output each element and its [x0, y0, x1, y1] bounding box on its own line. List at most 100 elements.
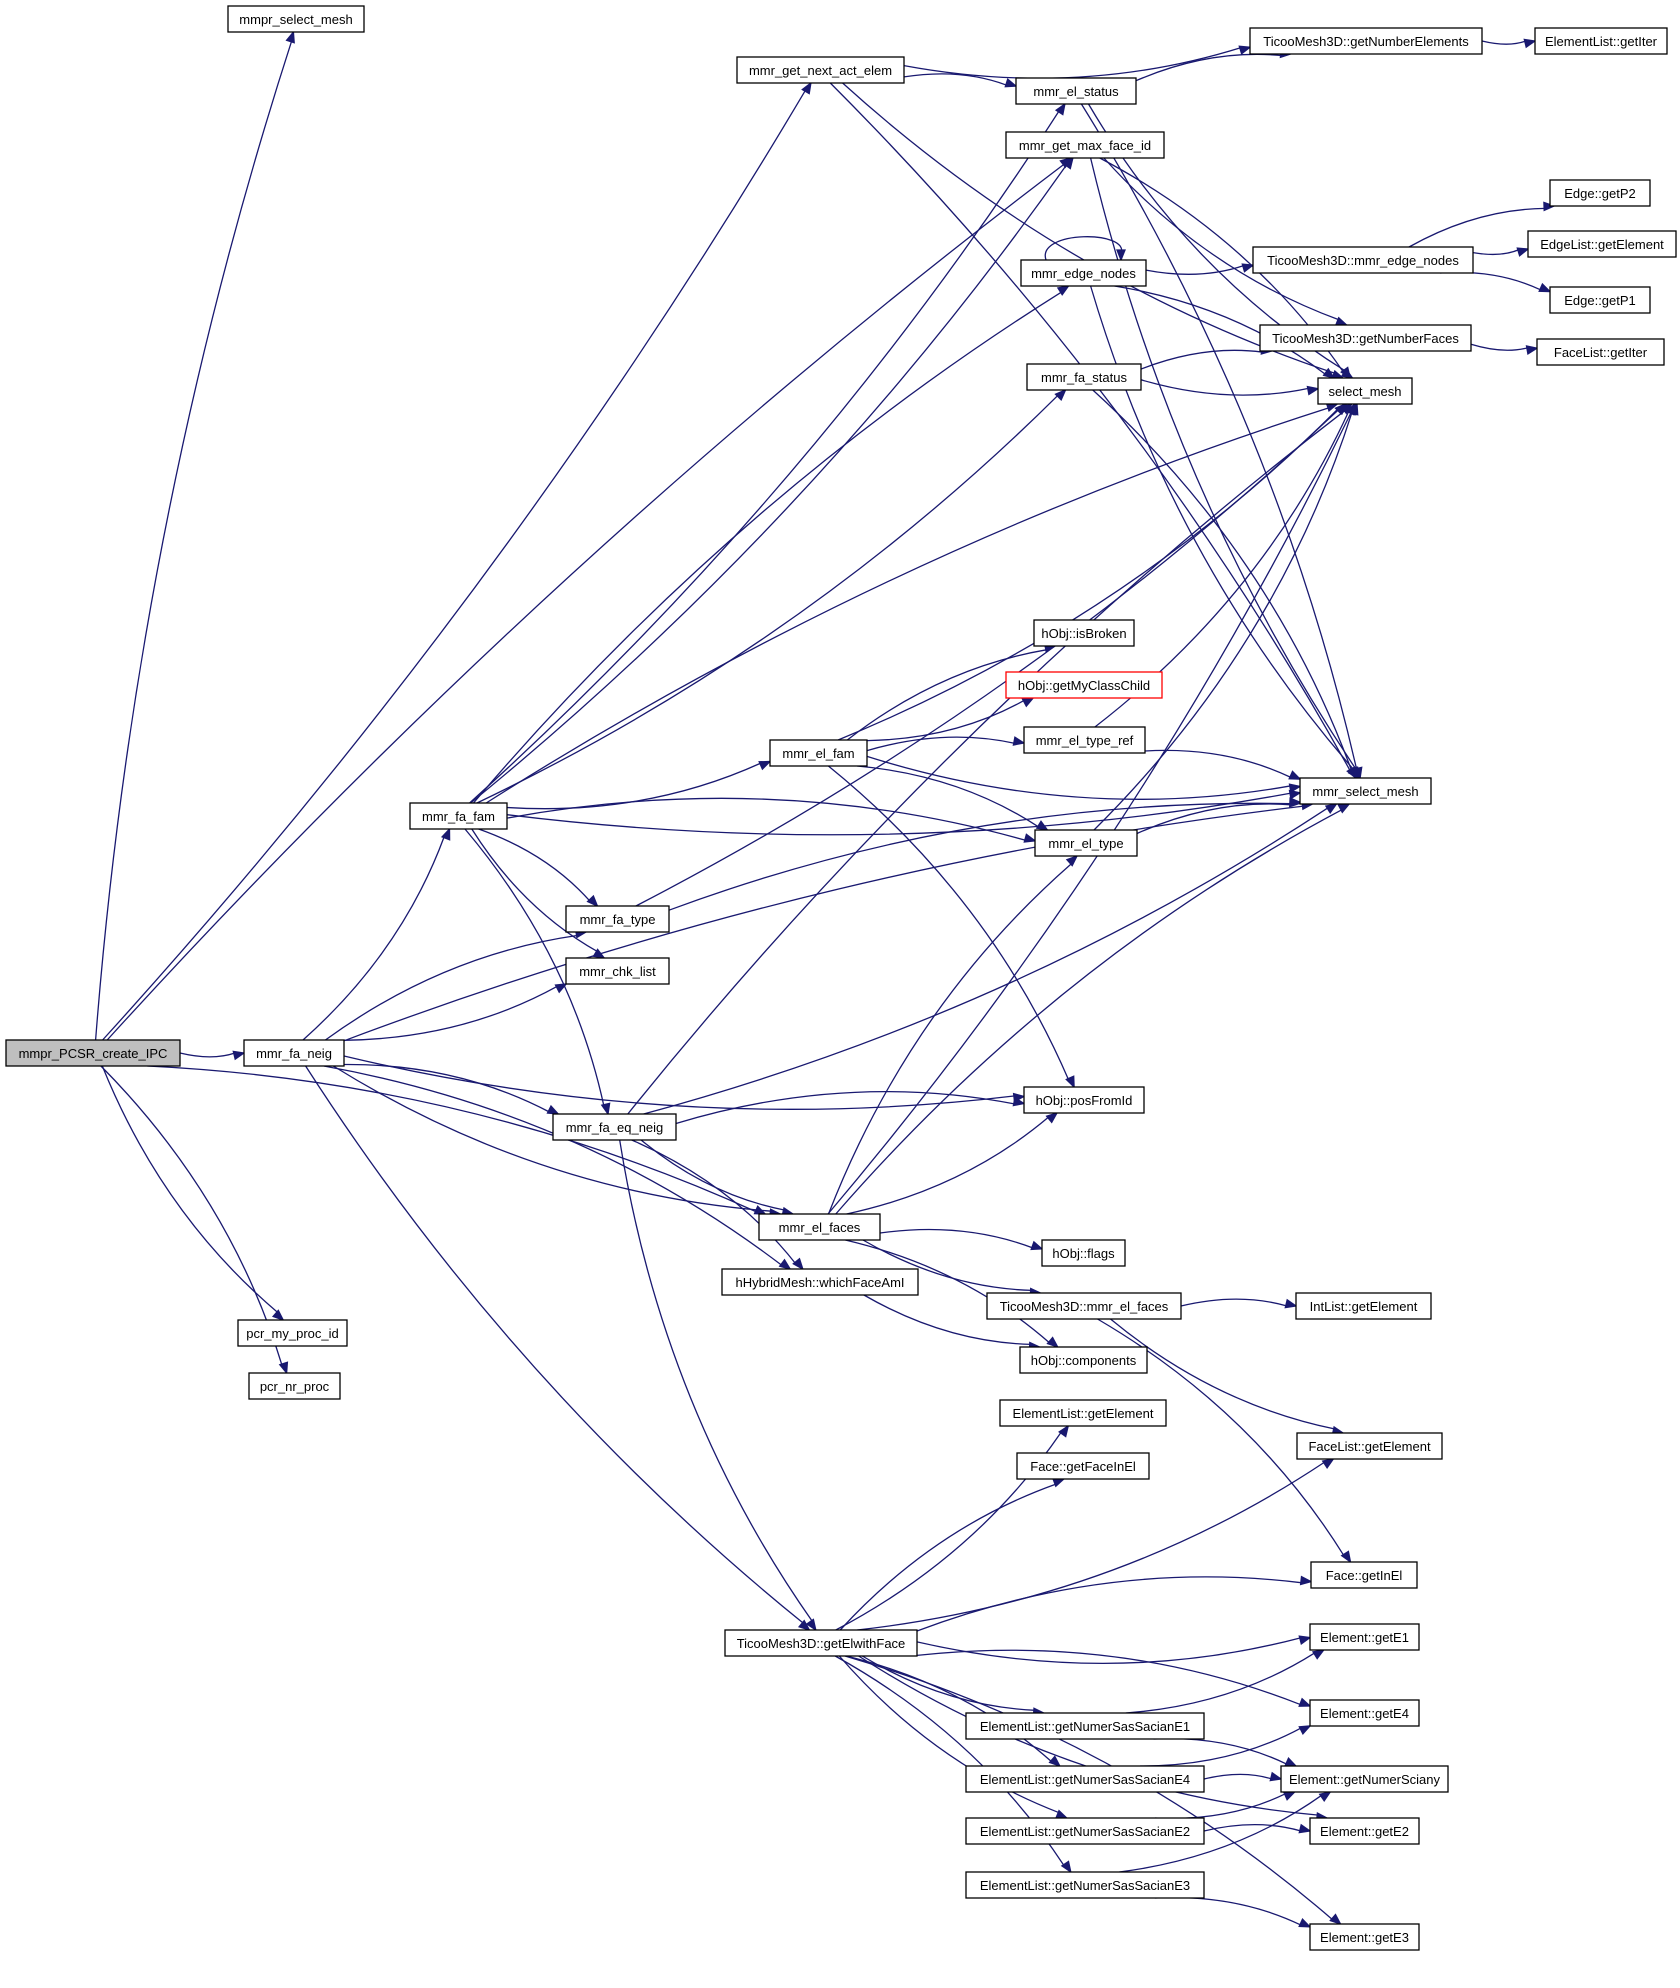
node-getnumberelements[interactable]: TicooMesh3D::getNumberElements [1249, 27, 1483, 55]
node-box [736, 56, 905, 84]
node-t-mmr-el-faces[interactable]: TicooMesh3D::mmr_el_faces [986, 1292, 1182, 1320]
node-edge-getp1[interactable]: Edge::getP1 [1549, 286, 1651, 314]
node-getnss-e1[interactable]: ElementList::getNumerSasSacianE1 [965, 1712, 1205, 1740]
node-mmr-select-mesh[interactable]: mmr_select_mesh [1299, 777, 1432, 805]
arrowhead [1065, 1075, 1075, 1089]
node-mmr-fa-type[interactable]: mmr_fa_type [565, 905, 670, 933]
call-edge-line [619, 1139, 814, 1622]
arrowhead [1322, 367, 1336, 380]
call-edge-line [1097, 1318, 1345, 1557]
call-edge-mmr_fa_fam-to-mmr_fa_type [478, 828, 599, 908]
call-edge-line [101, 1065, 279, 1314]
call-edge-line [1203, 1773, 1273, 1780]
node-label: mmr_select_mesh [1312, 784, 1418, 799]
node-mmr-fa-status[interactable]: mmr_fa_status [1026, 363, 1142, 391]
call-edge-mmr_fa_status-to-mmr_select_mesh [1092, 389, 1358, 780]
node-box [565, 957, 670, 985]
node-mmr-get-next-act-elem[interactable]: mmr_get_next_act_elem [736, 56, 905, 84]
node-face-getinel[interactable]: Face::getInEl [1310, 1561, 1418, 1589]
node-mmr-el-fam[interactable]: mmr_el_fam [769, 739, 868, 767]
node-label: mmpr_select_mesh [239, 12, 352, 27]
node-isbroken[interactable]: hObj::isBroken [1033, 619, 1135, 647]
node-posfromid[interactable]: hObj::posFromId [1023, 1086, 1145, 1114]
node-getnss-e2[interactable]: ElementList::getNumerSasSacianE2 [965, 1817, 1205, 1845]
node-box [1005, 131, 1165, 159]
call-edge-line [343, 1055, 1016, 1110]
node-edgelist-getelement[interactable]: EdgeList::getElement [1527, 230, 1677, 258]
node-getnumberfaces[interactable]: TicooMesh3D::getNumberFaces [1259, 324, 1472, 352]
node-mmr-el-status[interactable]: mmr_el_status [1015, 77, 1137, 105]
node-t-mmr-edge-nodes[interactable]: TicooMesh3D::mmr_edge_nodes [1252, 246, 1474, 274]
call-edge-line [469, 110, 1060, 804]
node-mmr-el-faces[interactable]: mmr_el_faces [758, 1213, 881, 1241]
node-label: Element::getE3 [1320, 1930, 1409, 1945]
arrowhead [1269, 1771, 1283, 1782]
call-edge-mmr_el_type-to-select_mesh [1093, 402, 1359, 831]
node-label: EdgeList::getElement [1540, 237, 1664, 252]
arrowhead [1538, 282, 1552, 293]
node-components[interactable]: hObj::components [1019, 1346, 1148, 1374]
node-pcr-nr-proc[interactable]: pcr_nr_proc [248, 1372, 341, 1400]
node-getmyclasschild[interactable]: hObj::getMyClassChild [1005, 671, 1163, 699]
node-mmpr-select-mesh[interactable]: mmpr_select_mesh [227, 5, 365, 33]
node-label: hHybridMesh::whichFaceAmI [735, 1275, 904, 1290]
node-label: Edge::getP1 [1564, 293, 1636, 308]
node-facelist-getiter[interactable]: FaceList::getIter [1536, 338, 1665, 366]
node-getelwithface[interactable]: TicooMesh3D::getElwithFace [724, 1629, 918, 1657]
node-el-getiter[interactable]: ElementList::getIter [1534, 27, 1668, 55]
node-mmr-el-type[interactable]: mmr_el_type [1034, 829, 1138, 857]
node-mmr-el-type-ref[interactable]: mmr_el_type_ref [1023, 726, 1146, 754]
node-label: mmpr_PCSR_create_IPC [19, 1046, 168, 1061]
call-edge-mmr_el_faces-to-mmr_select_mesh [835, 803, 1351, 1215]
node-gete1[interactable]: Element::getE1 [1309, 1623, 1420, 1651]
call-edge-line [866, 736, 1016, 752]
node-mmr-fa-neig[interactable]: mmr_fa_neig [243, 1039, 345, 1067]
arrowhead [232, 1050, 246, 1061]
arrowhead [1299, 1575, 1313, 1586]
call-edge-line [1481, 40, 1527, 45]
node-elementlist-getelement[interactable]: ElementList::getElement [999, 1399, 1167, 1427]
node-select-mesh[interactable]: select_mesh [1317, 377, 1413, 405]
node-getnumersciany[interactable]: Element::getNumerSciany [1280, 1765, 1449, 1793]
node-mmr-chk-list[interactable]: mmr_chk_list [565, 957, 670, 985]
node-facelist-getelement[interactable]: FaceList::getElement [1296, 1432, 1443, 1460]
node-flags[interactable]: hObj::flags [1041, 1239, 1126, 1267]
call-edge-line [470, 164, 1068, 804]
node-label: mmr_fa_type [580, 912, 656, 927]
call-edge-mmr_fa_fam-to-mmr_el_fam [506, 760, 772, 810]
arrowhead [801, 81, 812, 95]
node-pcr-my-proc-id[interactable]: pcr_my_proc_id [237, 1319, 348, 1347]
node-gete3[interactable]: Element::getE3 [1309, 1923, 1420, 1951]
node-getfaceinel[interactable]: Face::getFaceInEl [1016, 1452, 1150, 1480]
arrowhead [1348, 766, 1358, 780]
node-box [1527, 230, 1677, 258]
node-gete4[interactable]: Element::getE4 [1309, 1699, 1420, 1727]
node-mmr-fa-fam[interactable]: mmr_fa_fam [409, 802, 508, 830]
call-edge-line [635, 408, 1340, 907]
node-getnss-e4[interactable]: ElementList::getNumerSasSacianE4 [965, 1765, 1205, 1793]
node-mmr-edge-nodes[interactable]: mmr_edge_nodes [1020, 259, 1147, 287]
call-edge-mmr_fa_neig-to-mmr_chk_list [343, 983, 568, 1041]
arrowhead [600, 1102, 611, 1116]
arrowhead [1288, 783, 1302, 794]
node-label: hObj::components [1031, 1353, 1137, 1368]
call-edge-mmr_fa_eq_neig-to-whichFaceAmI [631, 1139, 804, 1271]
call-edge-line [1470, 343, 1529, 351]
node-box [565, 905, 670, 933]
node-edge-getp2[interactable]: Edge::getP2 [1549, 179, 1651, 207]
node-label: mmr_el_fam [782, 746, 854, 761]
arrowhead [285, 30, 295, 44]
node-gete2[interactable]: Element::getE2 [1309, 1817, 1420, 1845]
call-edge-getElwithFace-to-getE1 [916, 1635, 1312, 1664]
node-mmr-fa-eq-neig[interactable]: mmr_fa_eq_neig [552, 1113, 677, 1141]
node-mmr-get-max-face-id[interactable]: mmr_get_max_face_id [1005, 131, 1165, 159]
arrowhead [1284, 1298, 1298, 1309]
node-getnss-e3[interactable]: ElementList::getNumerSasSacianE3 [965, 1871, 1205, 1899]
node-box [1033, 619, 1135, 647]
call-edge-line [643, 807, 1329, 1115]
node-intlist-getelement[interactable]: IntList::getElement [1295, 1292, 1432, 1320]
node-box [1549, 179, 1651, 207]
call-edge-line [631, 1139, 797, 1265]
node-whichfaceami[interactable]: hHybridMesh::whichFaceAmI [721, 1268, 919, 1296]
arrowhead [758, 760, 772, 771]
